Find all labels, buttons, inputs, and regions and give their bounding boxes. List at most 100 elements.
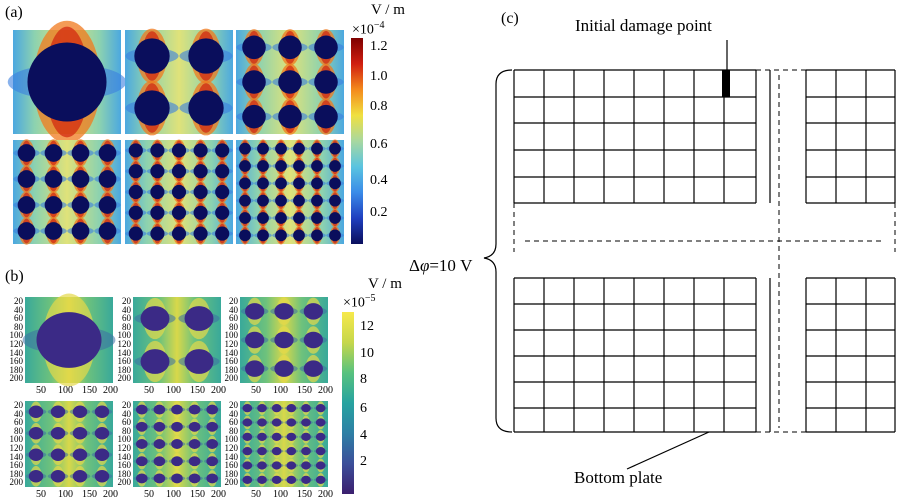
field-map-b-6 <box>240 401 328 487</box>
field-map-a-3 <box>236 29 344 135</box>
initial-damage-label: Initial damage point <box>575 16 712 35</box>
x-tick: 100 <box>58 385 73 396</box>
x-tick: 100 <box>166 489 181 500</box>
y-tick: 60 <box>122 417 131 428</box>
cell-block <box>513 69 757 204</box>
y-tick: 80 <box>122 425 131 436</box>
field-map-b-5 <box>133 401 221 487</box>
y-tick: 160 <box>224 356 239 367</box>
y-tick: 60 <box>122 313 131 324</box>
x-tick: 150 <box>82 385 97 396</box>
y-tick: 40 <box>14 408 23 419</box>
colorbar-b-tick: 12 <box>360 319 374 334</box>
y-tick: 120 <box>224 338 239 349</box>
y-tick: 20 <box>14 400 23 410</box>
cell-block <box>513 277 757 433</box>
colorbar-b-unit: V / m <box>368 276 402 292</box>
colorbar-b-tick: 6 <box>360 401 367 416</box>
y-tick: 160 <box>117 356 132 367</box>
y-tick: 60 <box>14 417 23 428</box>
panel-b-label: (b) <box>5 268 24 285</box>
y-tick: 200 <box>224 477 239 488</box>
y-tick: 200 <box>117 373 132 384</box>
x-tick: 100 <box>273 385 288 396</box>
colorbar-a-tick: 0.8 <box>370 99 388 114</box>
colorbar-b-tick: 2 <box>360 454 367 469</box>
x-tick: 50 <box>36 489 46 500</box>
x-tick: 100 <box>58 489 73 500</box>
x-tick: 100 <box>273 489 288 500</box>
x-tick: 150 <box>190 489 205 500</box>
y-tick: 180 <box>117 364 132 375</box>
y-tick: 100 <box>224 434 239 445</box>
colorbar-a <box>351 38 363 244</box>
field-map-a-5 <box>125 139 233 245</box>
colorbar-b-tick: 10 <box>360 346 374 361</box>
y-tick: 60 <box>14 313 23 324</box>
y-tick: 20 <box>229 296 238 306</box>
y-tick: 180 <box>9 364 24 375</box>
colorbar-a-tick: 0.2 <box>370 205 388 220</box>
y-tick: 120 <box>117 442 132 453</box>
initial-damage-point <box>722 70 730 97</box>
panel-a-label: (a) <box>5 4 23 21</box>
y-tick: 160 <box>9 356 24 367</box>
y-tick: 120 <box>9 442 24 453</box>
x-tick: 150 <box>190 385 205 396</box>
field-map-a-4 <box>13 139 121 245</box>
y-tick: 20 <box>122 296 131 306</box>
voltage-label: Δφ=10 V <box>409 256 473 275</box>
x-tick: 100 <box>166 385 181 396</box>
y-tick: 80 <box>229 321 238 332</box>
x-tick: 200 <box>318 489 333 500</box>
colorbar-b <box>342 312 354 494</box>
y-tick: 60 <box>229 417 238 428</box>
y-tick: 200 <box>224 373 239 384</box>
y-tick: 180 <box>224 364 239 375</box>
panel-a-maps <box>7 20 344 245</box>
y-tick: 120 <box>117 338 132 349</box>
y-tick: 120 <box>224 442 239 453</box>
field-map-a-2 <box>125 28 233 136</box>
y-tick: 140 <box>224 347 239 358</box>
field-map-b-1 <box>22 293 116 387</box>
cell-block <box>805 69 896 204</box>
bottom-plate-label: Bottom plate <box>574 468 663 487</box>
x-tick: 150 <box>82 489 97 500</box>
y-tick: 100 <box>117 330 132 341</box>
colorbar-a-multiplier: ×10−4 <box>352 20 385 38</box>
y-tick: 100 <box>117 434 132 445</box>
y-tick: 200 <box>9 373 24 384</box>
y-tick: 80 <box>122 321 131 332</box>
x-tick: 200 <box>318 385 333 396</box>
y-tick: 20 <box>122 400 131 410</box>
field-map-a-6 <box>236 139 344 245</box>
field-map-b-4 <box>25 401 113 487</box>
y-tick: 100 <box>224 330 239 341</box>
field-map-b-3 <box>240 297 328 383</box>
y-tick: 160 <box>117 460 132 471</box>
y-tick: 80 <box>14 321 23 332</box>
y-tick: 40 <box>122 408 131 419</box>
y-tick: 140 <box>117 347 132 358</box>
y-tick: 100 <box>9 330 24 341</box>
colorbar-a-unit: V / m <box>371 2 405 18</box>
y-tick: 140 <box>224 451 239 462</box>
y-tick: 20 <box>14 296 23 306</box>
x-tick: 50 <box>144 489 154 500</box>
y-tick: 160 <box>224 460 239 471</box>
y-tick: 80 <box>14 425 23 436</box>
x-tick: 150 <box>297 489 312 500</box>
colorbar-a-tick: 1.0 <box>370 69 388 84</box>
bottom-plate-leader-line <box>626 431 710 470</box>
colorbar-a-tick: 0.4 <box>370 173 388 188</box>
y-tick: 140 <box>9 347 24 358</box>
x-tick: 50 <box>144 385 154 396</box>
x-tick: 200 <box>103 385 118 396</box>
colorbar-a-tick: 0.6 <box>370 137 388 152</box>
panel-b-maps <box>22 293 328 487</box>
y-tick: 120 <box>9 338 24 349</box>
dashed-channels <box>513 69 896 433</box>
voltage-brace <box>483 69 513 433</box>
